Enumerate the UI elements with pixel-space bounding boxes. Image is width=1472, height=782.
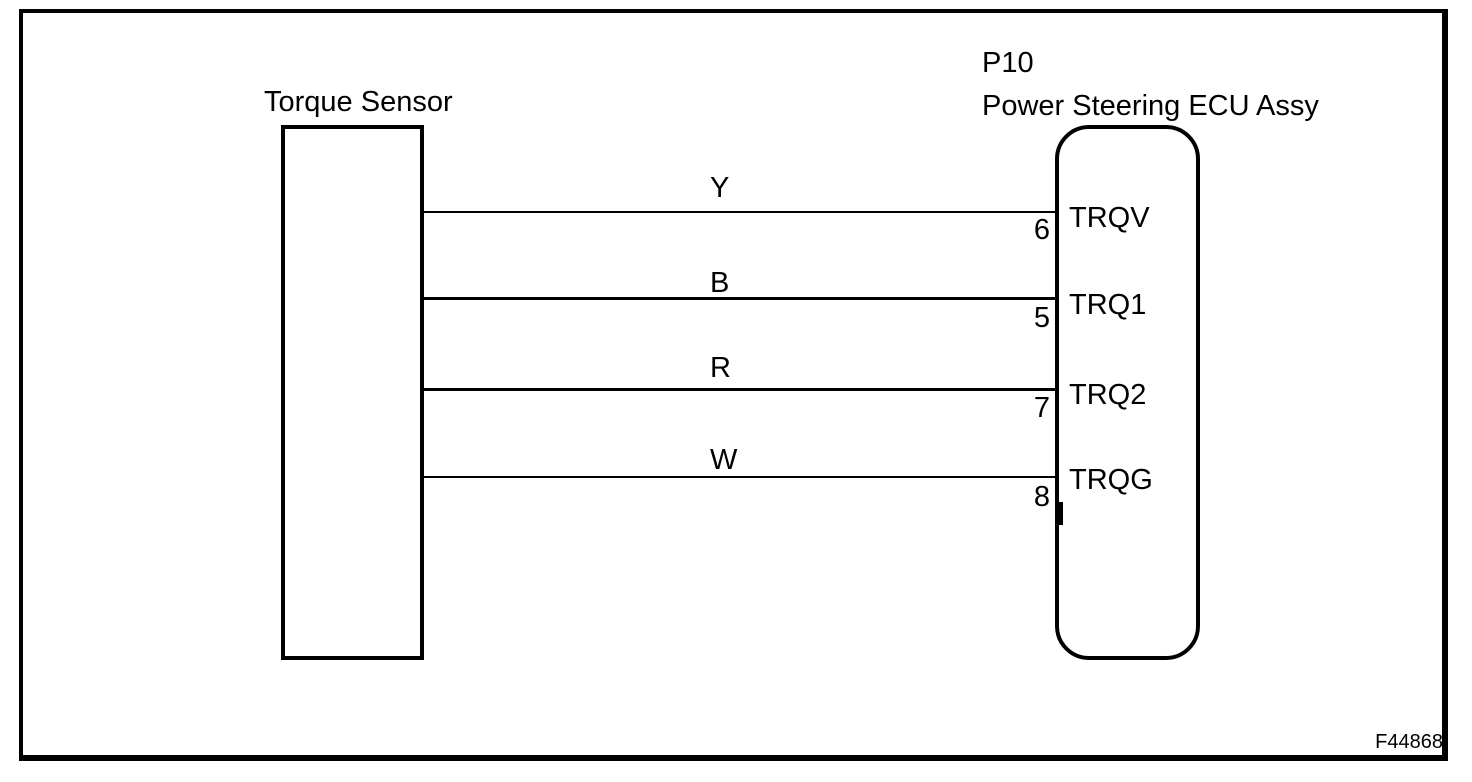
wire-line	[424, 211, 1055, 213]
wire-color-label: R	[710, 352, 731, 384]
wire-color-label: B	[710, 267, 730, 299]
pin-number: 7	[1033, 392, 1050, 424]
ecu-connector-box	[1055, 125, 1200, 660]
diagram-frame	[19, 9, 1448, 761]
terminal-label: TRQG	[1069, 464, 1153, 496]
terminal-label: TRQ2	[1069, 379, 1147, 411]
wire-line	[424, 476, 1055, 478]
figure-code: F44868	[1375, 731, 1443, 753]
wire-color-label: W	[710, 444, 738, 476]
wire-line	[424, 388, 1055, 391]
pin-number: 8	[1033, 481, 1050, 513]
torque-sensor-box	[281, 125, 424, 660]
wire-color-label: Y	[710, 172, 730, 204]
ecu-connector-caption: P10 Power Steering ECU Assy	[982, 42, 1319, 128]
ecu-connector-label: Power Steering ECU Assy	[982, 90, 1319, 122]
pin-number: 5	[1033, 302, 1050, 334]
torque-sensor-label: Torque Sensor	[264, 86, 453, 118]
pin-number: 6	[1033, 214, 1050, 246]
pin-terminal-tick	[1055, 502, 1063, 525]
ecu-connector-id: P10	[982, 47, 1034, 79]
terminal-label: TRQ1	[1069, 289, 1147, 321]
wire-line	[424, 297, 1055, 300]
terminal-label: TRQV	[1069, 202, 1150, 234]
